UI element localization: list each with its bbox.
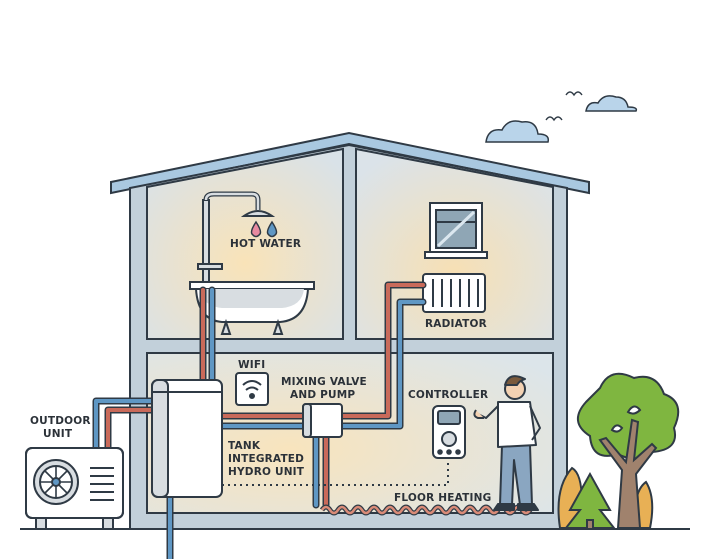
tank-label-line2: INTEGRATED <box>228 453 305 465</box>
roof <box>110 131 590 195</box>
tank-label-line1: TANK <box>228 440 261 452</box>
controller-label: CONTROLLER <box>408 389 489 401</box>
controller-device <box>432 405 466 459</box>
wifi-icon <box>235 372 269 406</box>
outdoor-unit-label-line1: OUTDOOR <box>30 415 91 427</box>
radiator-label: RADIATOR <box>425 318 487 330</box>
water-drops-icon <box>250 220 278 238</box>
hydro-tank <box>151 379 223 498</box>
floor-heating-coil <box>319 502 537 516</box>
pine-tree <box>563 471 617 530</box>
window <box>424 202 488 259</box>
mixing-valve-box <box>302 403 343 438</box>
shower <box>197 191 276 311</box>
hot-water-label: HOT WATER <box>230 238 302 250</box>
cloud-icon <box>485 120 550 143</box>
mixing-valve-label-line2: AND PUMP <box>290 389 356 401</box>
wifi-label: WIFI <box>238 359 266 371</box>
person <box>473 375 541 511</box>
mixing-valve-label-line1: MIXING VALVE <box>281 376 367 388</box>
tree <box>577 372 680 529</box>
pipes <box>92 281 427 559</box>
outdoor-unit-label-line2: UNIT <box>43 428 73 440</box>
cloud-icon <box>585 95 638 112</box>
bathtub <box>189 281 315 335</box>
floor-heating-label: FLOOR HEATING <box>394 492 492 504</box>
radiator <box>422 273 486 313</box>
tank-label-line3: HYDRO UNIT <box>228 466 305 478</box>
outdoor-unit <box>25 447 124 530</box>
bird-icon <box>545 91 583 122</box>
